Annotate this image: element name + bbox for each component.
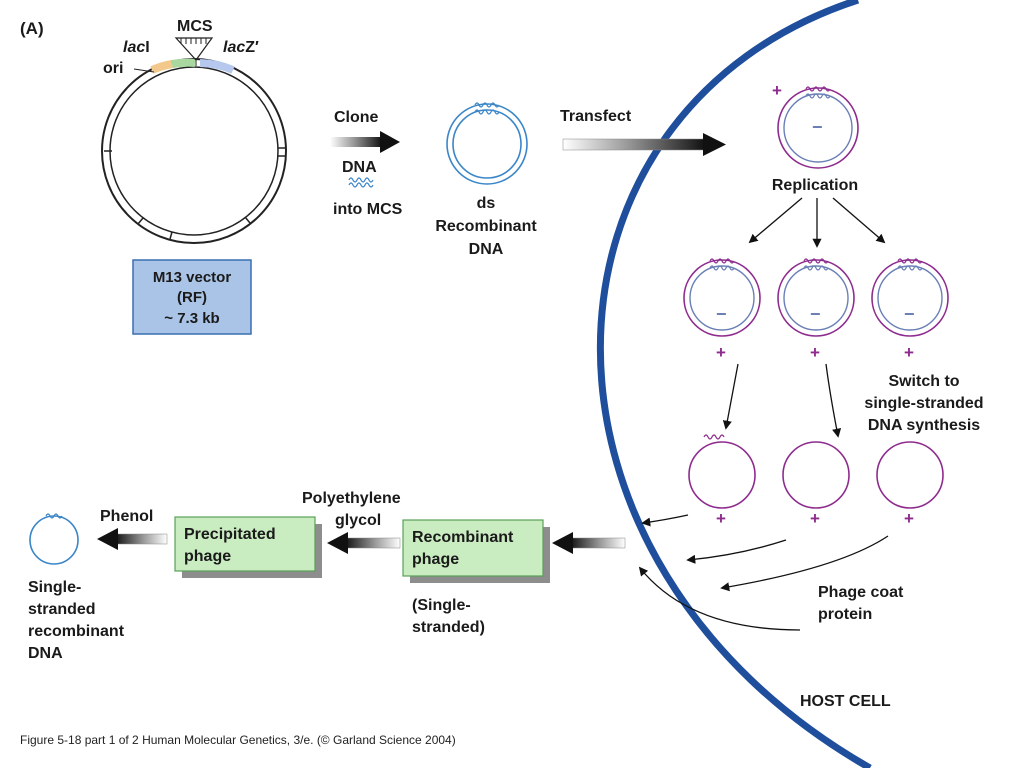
single-stranded-note-line1: (Single-: [412, 597, 471, 614]
ds-label: ds: [477, 195, 496, 212]
export-arrow: [552, 532, 626, 554]
m13-box-line2: (RF): [177, 289, 207, 306]
ss-plus-sign-1: +: [716, 509, 726, 528]
switch-line3: DNA synthesis: [868, 417, 980, 434]
transfect-arrow: [562, 133, 726, 156]
plus-sign-1: +: [716, 343, 726, 362]
replicative-form-3: [871, 258, 949, 337]
precipitated-phage-line1: Precipitated: [184, 526, 276, 543]
single-stranded-circle-2: [782, 441, 850, 509]
m13-box-line1: M13 vector: [153, 269, 232, 286]
plus-strand-sign: +: [772, 81, 782, 100]
switch-line2: single-stranded: [864, 395, 983, 412]
ds-recombinant-dna-circle: [446, 102, 528, 185]
m13-vector-box: M13 vector (RF) ~ 7.3 kb: [132, 259, 252, 335]
clone-arrow: [330, 131, 400, 153]
laci-segment: [171, 58, 196, 68]
recombinant-phage-line1: Recombinant: [412, 529, 514, 546]
plus-sign-3: +: [904, 343, 914, 362]
ss-dna-line1: Single-: [28, 579, 81, 596]
m13-box-line3: ~ 7.3 kb: [164, 310, 219, 327]
minus-sign-3: −: [904, 304, 915, 324]
precipitated-phage-box: Precipitated phage: [174, 516, 322, 578]
ss-recombinant-dna-circle: [29, 513, 79, 565]
peg-line2: glycol: [335, 512, 381, 529]
transfect-label: Transfect: [560, 108, 632, 125]
laci-label: lacI: [123, 39, 150, 56]
single-stranded-note-line2: stranded): [412, 619, 485, 636]
single-stranded-circle-1: [688, 434, 756, 509]
phenol-arrow: [97, 528, 168, 550]
minus-strand-sign: −: [812, 117, 823, 137]
mcs-label: MCS: [177, 18, 213, 35]
single-stranded-circle-3: [876, 441, 944, 509]
peg-line1: Polyethylene: [302, 490, 401, 507]
ori-label: ori: [103, 60, 123, 77]
host-cell-label: HOST CELL: [800, 693, 891, 710]
ds-recombinant-label: Recombinant: [435, 218, 537, 235]
phage-coat-line1: Phage coat: [818, 584, 904, 601]
phage-coat-line2: protein: [818, 606, 872, 623]
host-cell-membrane: [596, 0, 872, 768]
figure-caption: Figure 5-18 part 1 of 2 Human Molecular …: [20, 733, 456, 747]
ss-dna-line4: DNA: [28, 645, 63, 662]
clone-label: Clone: [334, 109, 379, 126]
ori-segment: [150, 60, 173, 74]
plus-sign-2: +: [810, 343, 820, 362]
panel-label: (A): [20, 19, 44, 38]
recombinant-phage-line2: phage: [412, 551, 459, 568]
replicative-form-1: [683, 258, 761, 337]
ds-dna-label: DNA: [469, 241, 504, 258]
minus-sign-1: −: [716, 304, 727, 324]
replicative-form-top: [777, 86, 859, 169]
replication-label: Replication: [772, 177, 858, 194]
ss-dna-line3: recombinant: [28, 623, 125, 640]
minus-sign-2: −: [810, 304, 821, 324]
lacz-segment: [199, 59, 235, 74]
into-mcs-label: into MCS: [333, 201, 403, 218]
switch-line1: Switch to: [888, 373, 959, 390]
replicative-form-2: [777, 258, 855, 337]
precipitated-phage-line2: phage: [184, 548, 231, 565]
insert-dna-icon: [348, 177, 374, 183]
ss-plus-sign-2: +: [810, 509, 820, 528]
m13-vector-plasmid: [101, 37, 287, 244]
clone-dna-label: DNA: [342, 159, 377, 176]
recombinant-phage-box: Recombinant phage: [402, 519, 550, 583]
ss-dna-line2: stranded: [28, 601, 96, 618]
phenol-label: Phenol: [100, 508, 153, 525]
peg-arrow: [327, 532, 401, 554]
ss-plus-sign-3: +: [904, 509, 914, 528]
lacz-label: lacZ′: [223, 39, 259, 56]
